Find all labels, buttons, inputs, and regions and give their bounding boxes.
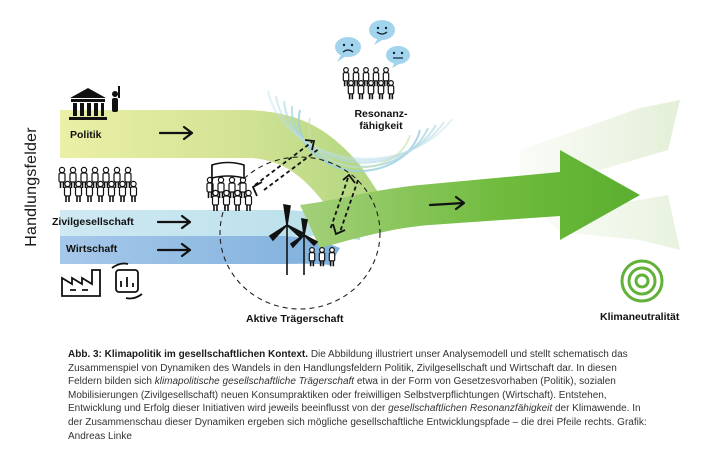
zivilgesellschaft-crowd-icon [58,166,66,188]
faint-path-arrow-top [520,100,680,175]
zivilgesellschaft-crowd-icon [91,166,99,188]
zivilgesellschaft-crowd-icon [80,166,88,188]
aktive-traegerschaft-circle [219,156,381,310]
resonance-crowd-icon [382,67,390,87]
caption-text-3: der Klimawende. In der Zusammenschau die… [68,403,647,442]
zivilgesellschaft-crowd-icon [74,180,83,202]
protester-icon [239,176,247,198]
neutral-face-bubble-icon [386,46,410,68]
goal-label-klimaneutralitaet: Klimaneutralität [600,311,680,323]
protester-icon [244,189,253,211]
band-arrows [156,125,466,258]
worker-icon [328,247,336,267]
wirtschaft-band [60,236,340,265]
worker-icon [318,247,326,267]
zivilgesellschaft-crowd-icon [63,180,72,202]
zivilgesellschaft-crowd-icon [107,180,116,202]
protester-icon [228,176,236,198]
zivilgesellschaft-band [60,210,360,240]
main-green-arrow [300,150,640,248]
resonance-crowd-icon [362,67,370,87]
zivilgesellschaft-crowd-icon [102,166,110,188]
diagram-canvas [58,20,680,310]
interaction-arrows [254,141,359,233]
protester-icon [206,176,214,198]
figure-caption: Abb. 3: Klimapolitik im gesellschaftlich… [68,348,648,443]
wind-turbine-icon [268,204,319,275]
resonance-crowd-icon [357,80,365,100]
people-icons [58,67,395,267]
center-label-aktive-traegerschaft: Aktive Trägerschaft [246,313,344,325]
zivilgesellschaft-crowd-icon [69,166,77,188]
factory-icon [61,269,101,297]
zivilgesellschaft-crowd-icon [118,180,127,202]
sad-face-bubble-icon [335,37,361,62]
zivilgesellschaft-crowd-icon [129,180,138,202]
protest-banner-icon [211,161,245,195]
economic-cycle-icon [111,262,143,300]
resonance-crowd-icon [342,67,350,87]
happy-face-bubble-icon [369,20,395,45]
caption-text-1: Die Abbildung illustriert unser Analysem… [68,349,628,388]
zivilgesellschaft-crowd-icon [96,180,105,202]
resonance-label-line1: Resonanz- [354,108,408,120]
caption-italic-1: klimapolitische gesellschaftliche Träger… [154,376,355,388]
field-label-zivilgesellschaft: Zivilgesellschaft [52,216,134,228]
resonance-crowd-icon [347,80,355,100]
field-label-wirtschaft: Wirtschaft [66,243,118,255]
field-label-politik: Politik [70,129,102,141]
worker-icon [308,247,316,267]
government-building-icon [69,86,120,120]
zivilgesellschaft-crowd-icon [113,166,121,188]
handlungsfelder-label: Handlungsfelder [23,127,40,247]
zivilgesellschaft-crowd-icon [124,166,132,188]
speech-bubbles [335,20,410,68]
resonance-crowd-icon [372,67,380,87]
caption-text-2: etwa in der Form von Gesetzesvorhaben (P… [68,376,616,415]
resonance-crowd-icon [377,80,385,100]
protester-icon [222,189,231,211]
protester-icon [217,176,225,198]
resonance-crowd-icon [352,67,360,87]
resonance-label: Resonanz- fähigkeit [346,108,416,132]
zivilgesellschaft-crowd-icon [85,180,94,202]
protester-icon [211,189,220,211]
resonance-label-line2: fähigkeit [359,120,403,132]
resonance-crowd-icon [367,80,375,100]
caption-fig-label: Abb. 3: Klimapolitik im gesellschaftlich… [68,349,309,360]
target-icon [620,259,664,303]
resonance-waves [267,90,453,172]
caption-italic-2: gesellschaftlichen Resonanzfähigkeit [388,403,553,415]
protester-icon [233,189,242,211]
resonance-crowd-icon [387,80,395,100]
